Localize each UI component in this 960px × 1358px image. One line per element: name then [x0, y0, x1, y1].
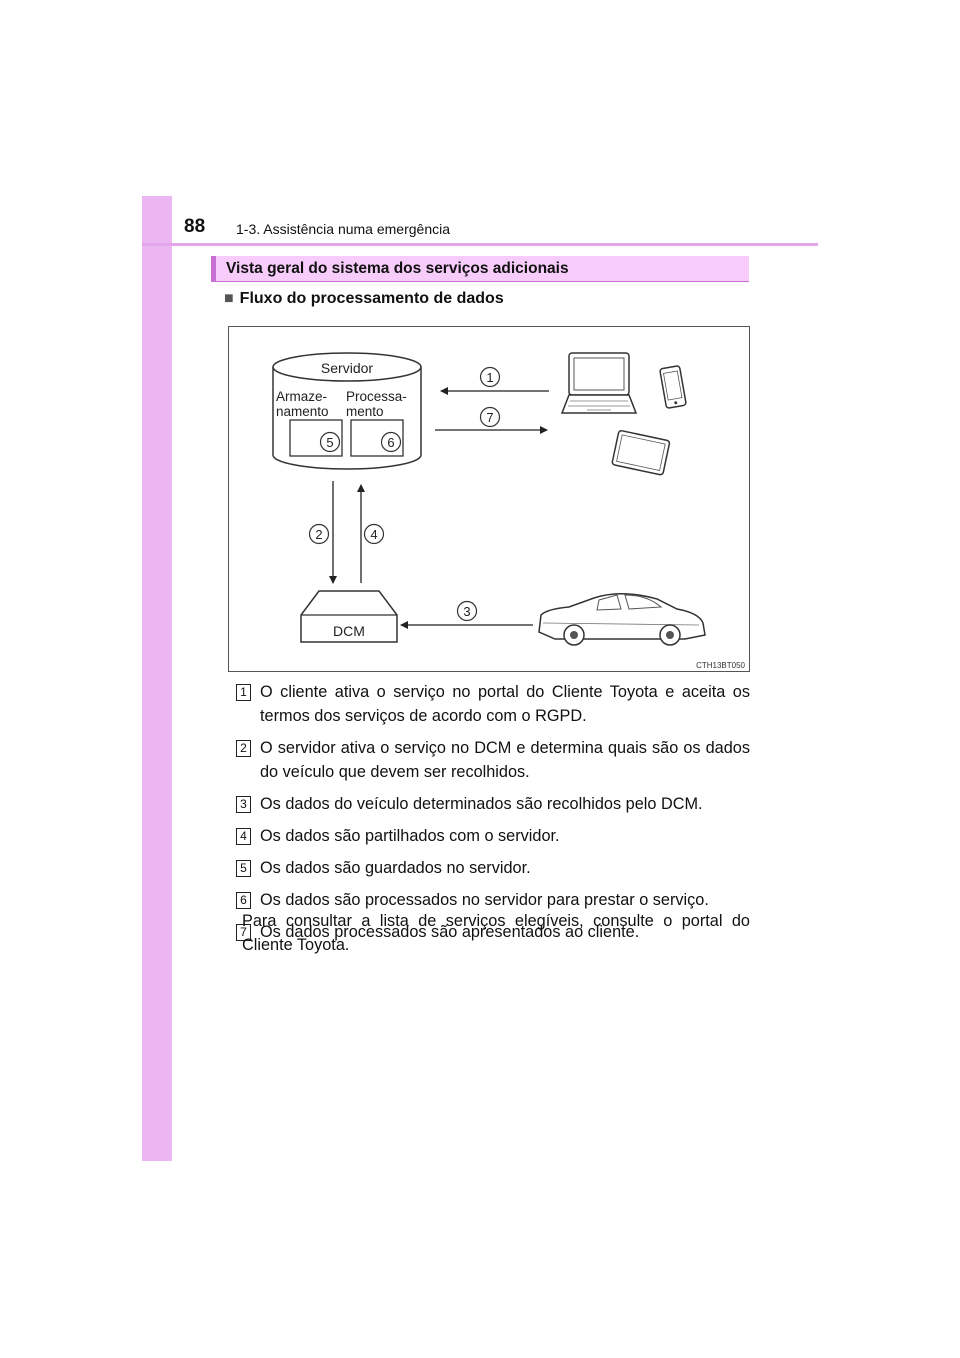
storage-label-line2: namento — [276, 404, 329, 419]
figure-code: CTH13BT050 — [696, 661, 745, 670]
laptop-icon — [560, 352, 638, 414]
section-title: 1-3. Assistência numa emergência — [236, 221, 450, 237]
step-text: Os dados são processados no servidor par… — [260, 891, 709, 909]
svg-text:6: 6 — [387, 435, 394, 450]
dcm-label: DCM — [333, 623, 365, 639]
svg-text:5: 5 — [326, 435, 333, 450]
list-item: 4 Os dados são partilhados com o servidor… — [236, 824, 750, 848]
step-text: O servidor ativa o serviço no DCM e dete… — [260, 739, 750, 781]
page-number: 88 — [184, 216, 206, 237]
step-number: 4 — [236, 828, 251, 845]
callout-6: 6 — [380, 431, 402, 453]
smartphone-icon — [659, 365, 687, 409]
chapter-side-tab — [142, 196, 172, 1161]
step-number: 5 — [236, 860, 251, 877]
steps-list: 1 O cliente ativa o serviço no portal do … — [236, 680, 750, 952]
svg-text:2: 2 — [315, 527, 322, 542]
step-number: 6 — [236, 892, 251, 909]
callout-4: 4 — [363, 523, 385, 545]
svg-text:4: 4 — [370, 527, 377, 542]
subheading-text: Fluxo do processamento de dados — [239, 290, 504, 307]
header-rule — [142, 243, 818, 246]
step-number: 2 — [236, 740, 251, 757]
callout-2: 2 — [308, 523, 330, 545]
diagram-canvas: Servidor Armaze- namento Processa- mento… — [272, 352, 746, 670]
note-paragraph: Para consultar a lista de serviços elegí… — [242, 912, 750, 954]
list-item: 7 Os dados processados são apresentados a… — [236, 920, 750, 944]
processing-label-line2: mento — [346, 404, 384, 419]
svg-text:3: 3 — [463, 604, 470, 619]
subheading: ■ Fluxo do processamento de dados — [224, 290, 504, 308]
list-item: 1 O cliente ativa o serviço no portal do … — [236, 680, 750, 728]
step-number: 1 — [236, 684, 251, 701]
svg-text:7: 7 — [486, 410, 493, 425]
step-text: Os dados do veículo determinados são rec… — [260, 795, 703, 813]
processing-label-line1: Processa- — [346, 389, 407, 404]
list-item: 5 Os dados são guardados no servidor. — [236, 856, 750, 880]
step-text: Os dados são guardados no servidor. — [260, 859, 531, 877]
vehicle-icon — [538, 593, 706, 646]
list-item: 3 Os dados do veículo determinados são re… — [236, 792, 750, 816]
callout-3: 3 — [456, 600, 478, 622]
section-box-title-text: Vista geral do sistema dos serviços adic… — [226, 260, 569, 277]
svg-text:1: 1 — [486, 370, 493, 385]
tablet-icon — [611, 429, 671, 476]
callout-7: 7 — [479, 406, 501, 428]
square-bullet-icon: ■ — [224, 290, 234, 307]
step-text: O cliente ativa o serviço no portal do C… — [260, 683, 750, 725]
callout-1: 1 — [479, 366, 501, 388]
callout-5: 5 — [319, 431, 341, 453]
step-number: 7 — [236, 924, 251, 941]
step-text: Os dados são partilhados com o servidor. — [260, 827, 560, 845]
section-box-title: Vista geral do sistema dos serviços adic… — [211, 256, 749, 282]
data-flow-diagram: Servidor Armaze- namento Processa- mento… — [228, 326, 750, 672]
step-number: 3 — [236, 796, 251, 813]
storage-label-line1: Armaze- — [276, 389, 327, 404]
step-text: Os dados processados são apresentados ao… — [260, 923, 640, 941]
list-item: 2 O servidor ativa o serviço no DCM e det… — [236, 736, 750, 784]
list-item: 6 Os dados são processados no servidor pa… — [236, 888, 750, 912]
server-label: Servidor — [321, 360, 373, 376]
